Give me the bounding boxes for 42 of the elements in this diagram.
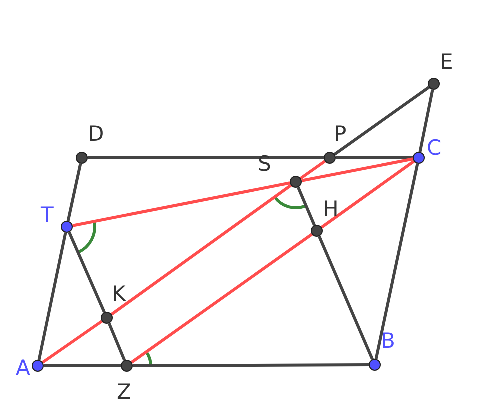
- point-label: Z: [117, 382, 132, 403]
- line-segment: [66, 164, 82, 222]
- line-segment: [38, 232, 68, 360]
- point-marker: [61, 221, 73, 233]
- line-segment: [131, 233, 313, 364]
- line-segment: [296, 186, 316, 226]
- point-label: H: [323, 199, 339, 220]
- point-label: C: [427, 138, 442, 159]
- line-segment: [44, 364, 121, 368]
- point-marker: [428, 78, 440, 90]
- line-segment: [334, 86, 430, 156]
- line-segment: [336, 156, 413, 160]
- line-segment: [318, 236, 374, 360]
- line-segment: [300, 160, 326, 180]
- line-segment: [321, 160, 415, 229]
- line-segment: [133, 364, 369, 368]
- point-marker: [32, 360, 44, 372]
- line-segment: [374, 164, 420, 360]
- point-marker: [101, 312, 113, 324]
- point-marker: [121, 360, 133, 372]
- point-marker: [311, 225, 323, 237]
- line-segment: [88, 156, 324, 160]
- line-segment: [72, 182, 290, 228]
- line-segment: [111, 184, 292, 316]
- line-segment: [418, 90, 434, 152]
- line-segment: [42, 320, 103, 364]
- point-label: P: [334, 124, 347, 145]
- point-marker: [76, 152, 88, 164]
- point-label: E: [440, 52, 454, 73]
- point-marker: [369, 359, 381, 371]
- point-marker: [413, 152, 425, 164]
- line-segment: [302, 158, 414, 182]
- point-label: B: [381, 331, 396, 352]
- point-marker: [290, 176, 302, 188]
- point-marker: [324, 152, 336, 164]
- point-label: S: [258, 154, 272, 175]
- line-segment: [68, 232, 106, 314]
- line-segment: [108, 322, 126, 362]
- point-label: T: [41, 205, 54, 226]
- point-label: K: [112, 284, 126, 305]
- point-label: A: [16, 358, 30, 379]
- point-label: D: [88, 124, 104, 145]
